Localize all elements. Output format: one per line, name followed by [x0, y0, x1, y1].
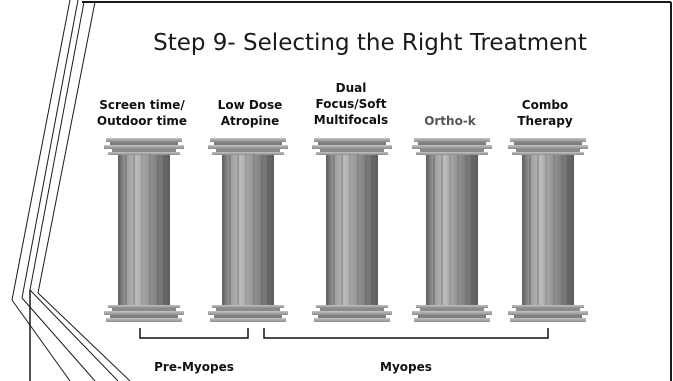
pillar-5	[508, 138, 588, 323]
pillar-1	[104, 138, 184, 323]
group-label-myopes: Myopes	[380, 360, 432, 374]
pillar-label-combo-therapy: Combo Therapy	[517, 98, 573, 128]
pillar-label-low-dose-atropine: Low Dose Atropine	[217, 98, 283, 128]
pillar-4	[412, 138, 492, 323]
pillar-label-ortho-k: Ortho-k	[424, 114, 476, 128]
pillar-3	[312, 138, 392, 323]
group-label-pre-myopes: Pre-Myopes	[154, 360, 234, 374]
pillar-2	[208, 138, 288, 323]
slide-title: Step 9- Selecting the Right Treatment	[153, 30, 587, 56]
pre-myopes-bracket	[139, 328, 249, 339]
pillar-label-screen-time: Screen time/ Outdoor time	[96, 98, 188, 128]
myopes-bracket	[263, 328, 549, 339]
pillar-label-dual-focus: Dual Focus/Soft Multifocals	[313, 81, 389, 127]
